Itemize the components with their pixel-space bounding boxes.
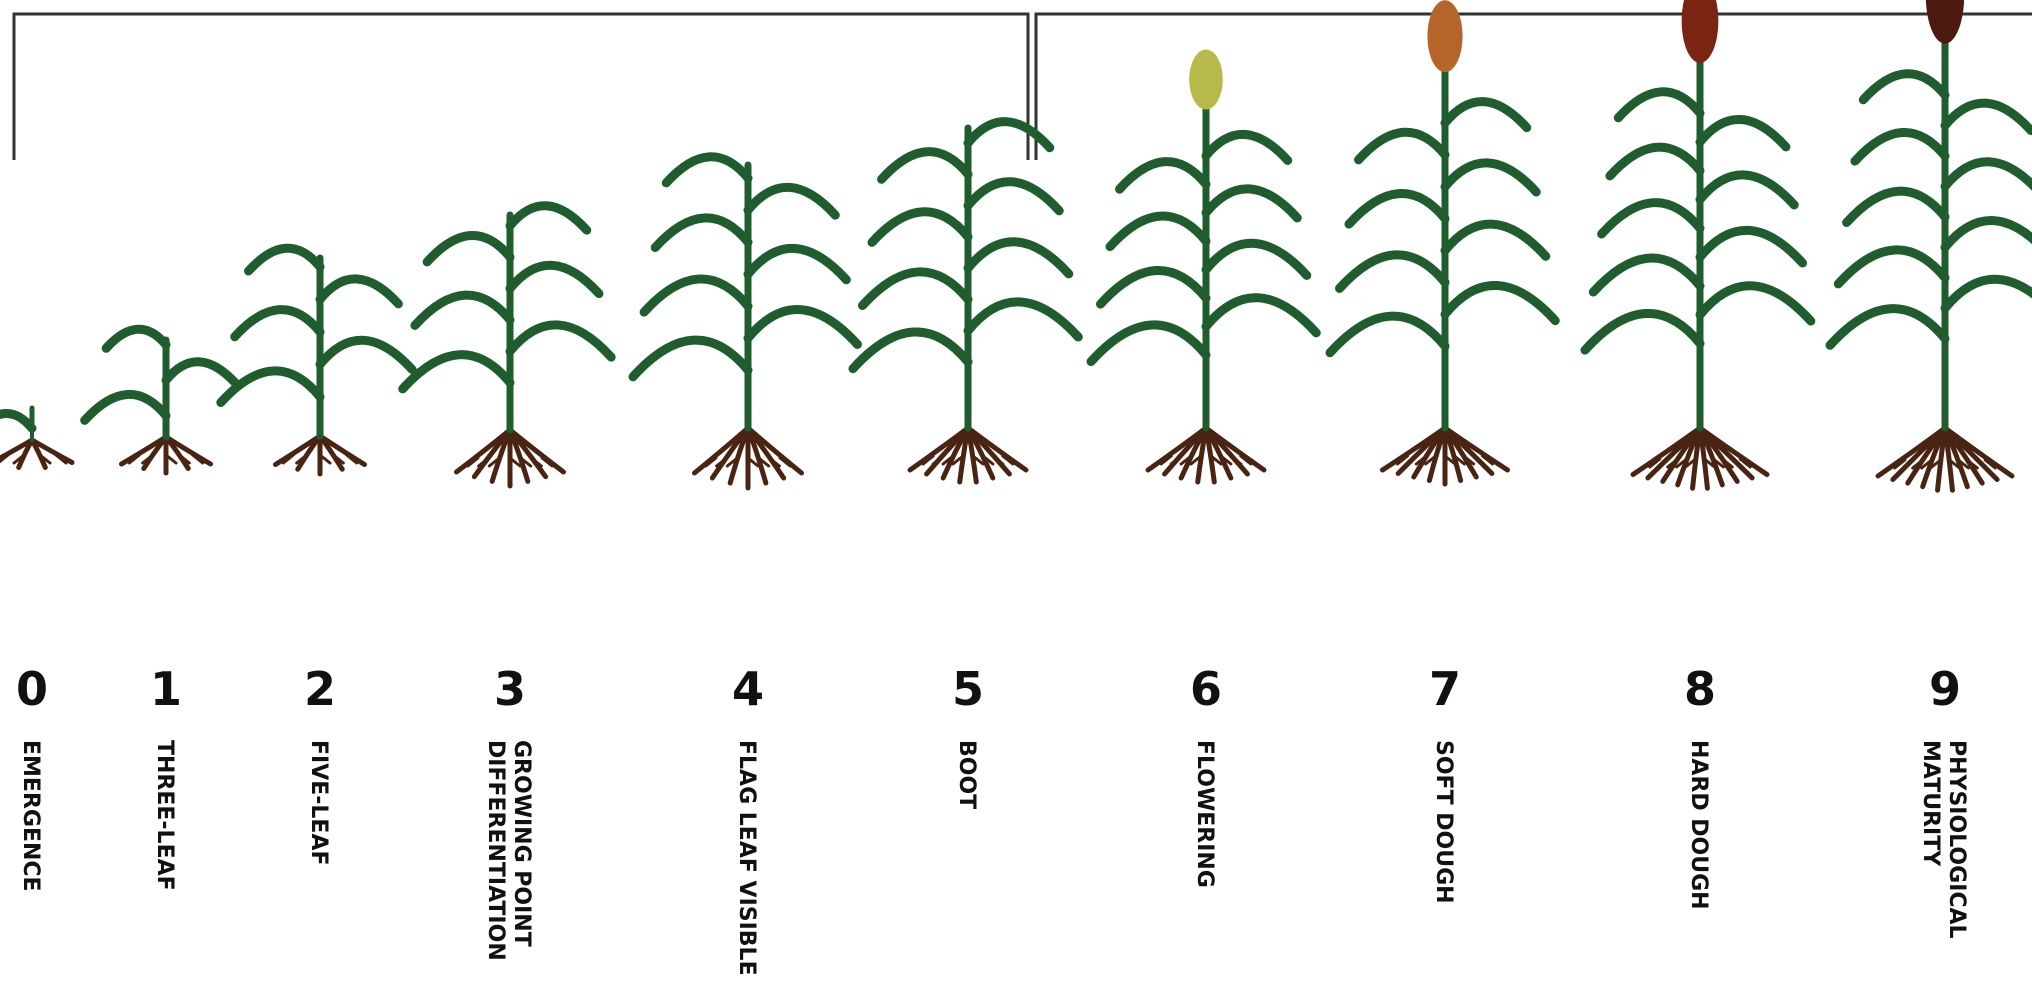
stage-number: 6 <box>1190 662 1222 716</box>
stage-name-line: THREE-LEAF <box>152 740 177 891</box>
stage-number: 5 <box>952 662 984 716</box>
stage-name-line: DIFFERENTIATION <box>483 740 508 961</box>
roots <box>0 440 72 468</box>
vegetative-phase-bracket <box>14 14 1028 160</box>
roots <box>1383 428 1508 484</box>
roots <box>276 436 365 474</box>
stage-name-line: FIVE-LEAF <box>306 740 331 866</box>
stage-2-plant-icon <box>221 248 412 474</box>
stage-8-plant-with-head-icon <box>1585 0 1811 488</box>
seed-head <box>1682 0 1719 63</box>
stage-name-line: FLAG LEAF VISIBLE <box>734 740 759 976</box>
stage-number: 9 <box>1929 662 1961 716</box>
seed-head <box>1926 0 1964 44</box>
leaves <box>85 329 237 420</box>
stage-name-line: FLOWERING <box>1192 740 1217 888</box>
stage-number: 2 <box>304 662 336 716</box>
stage-3-plant-icon <box>403 206 611 486</box>
roots <box>695 428 802 488</box>
seed-head <box>1427 0 1462 72</box>
stage-number: 4 <box>732 662 764 716</box>
plants <box>0 0 2032 490</box>
roots <box>1878 428 2012 490</box>
roots <box>122 437 211 473</box>
stage-number: 8 <box>1684 662 1716 716</box>
stage-name-line: BOOT <box>954 740 979 809</box>
stage-4-plant-icon <box>633 157 857 488</box>
roots <box>457 430 564 486</box>
stage-name-line: MATURITY <box>1918 740 1943 867</box>
roots <box>910 428 1026 482</box>
stage-6-plant-with-head-icon <box>1091 50 1316 483</box>
stage-number: 0 <box>16 662 48 716</box>
stage-name-line: SOFT DOUGH <box>1431 740 1456 904</box>
stage-name-line: EMERGENCE <box>18 740 43 892</box>
stage-name-line: HARD DOUGH <box>1686 740 1711 910</box>
seed-head <box>1189 50 1223 110</box>
stage-number: 1 <box>150 662 182 716</box>
stage-9-plant-with-head-icon <box>1830 0 2032 490</box>
stage-name-line: GROWING POINT <box>509 740 534 947</box>
roots <box>1148 428 1264 482</box>
stage-number: 3 <box>494 662 526 716</box>
stage-7-plant-with-head-icon <box>1330 0 1555 484</box>
stage-5-plant-icon <box>853 122 1078 482</box>
phase-brackets <box>14 14 2032 160</box>
stage-1-plant-icon <box>85 329 237 473</box>
stage-0-seedling-icon <box>0 408 72 468</box>
stage-number: 7 <box>1429 662 1461 716</box>
roots <box>1633 428 1767 488</box>
stage-name-line: PHYSIOLOGICAL <box>1944 740 1969 939</box>
leaves <box>1830 74 2032 346</box>
leaves <box>0 408 32 432</box>
